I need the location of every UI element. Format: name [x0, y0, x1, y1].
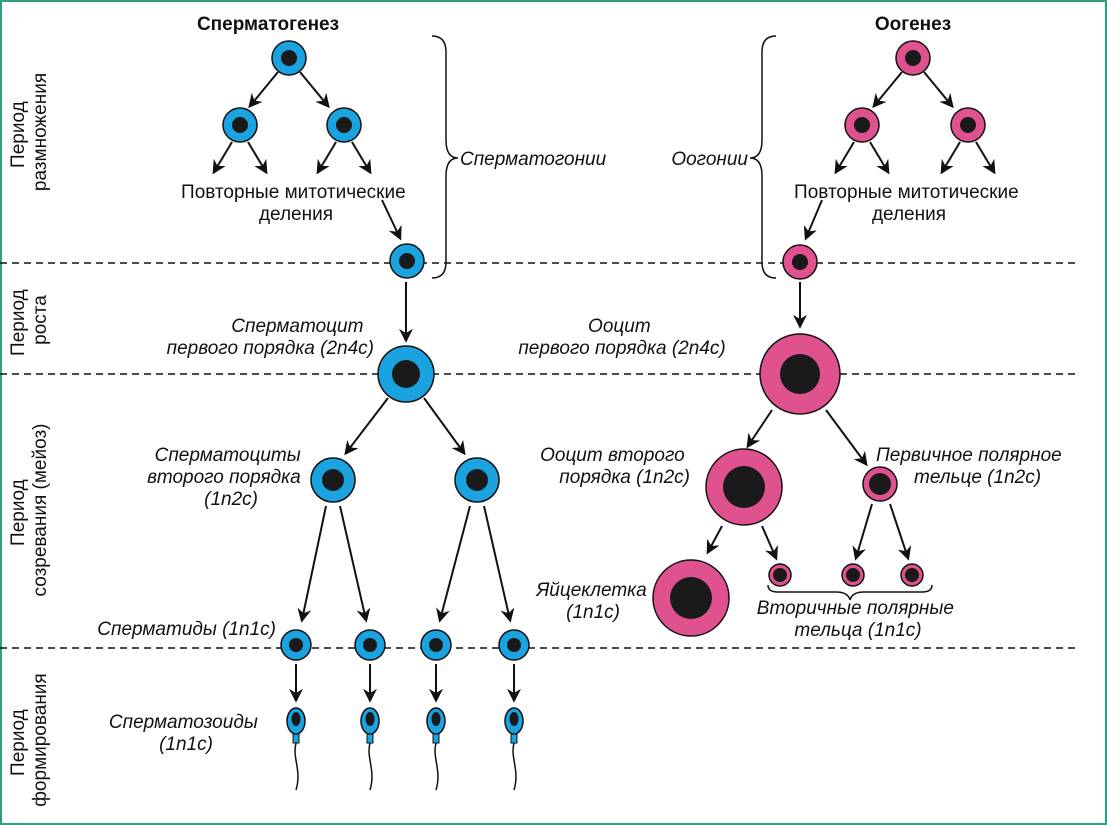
secondary-spermatocyte-label: Сперматоциты второго порядка (1n2c) [147, 445, 306, 510]
sperm-mitotic-label: Повторные митотические деления [181, 182, 411, 225]
polar-bodies-brace [767, 584, 933, 601]
primary-spermatocyte-label: Сперматоцит первого порядка (2n4c) [167, 316, 374, 359]
egg-mitotic-label: Повторные митотические деления [794, 182, 1024, 225]
egg-arrows [706, 71, 996, 561]
spermatid-cell [498, 629, 530, 661]
oogonium-cell [844, 107, 880, 143]
oogonium-cell [782, 244, 818, 280]
spermatogonia-label: Сперматогонии [460, 149, 607, 170]
period-maturation-label: Период созревания (мейоз) [8, 424, 51, 597]
primary-spermatocyte-cell [377, 345, 435, 403]
secondary-oocyte-cell [705, 448, 783, 526]
secondary-spermatocyte-cell [310, 457, 356, 503]
oogonium-cell [950, 107, 986, 143]
spermatozoon [286, 707, 306, 791]
secondary-spermatocyte-cell [454, 457, 500, 503]
title-oogenesis: Оогенез [875, 14, 951, 35]
spermatid-cell [280, 629, 312, 661]
spermatozoa-label: Сперматозоиды (1n1c) [109, 712, 263, 755]
period-reproduction-label: Период размножения [8, 73, 51, 191]
spermatogonia-brace [431, 35, 459, 279]
spermatogonium-cell [326, 107, 362, 143]
first-polar-body-cell [862, 466, 898, 502]
spermatozoon [426, 707, 446, 791]
spermatogonium-cell [389, 243, 425, 279]
primary-oocyte-label: Ооцит первого порядка (2n4c) [518, 316, 725, 359]
secondary-oocyte-label: Ооцит второго порядка (1n2c) [540, 445, 690, 488]
second-polar-bodies-label: Вторичные полярные тельца (1n1c) [757, 598, 959, 641]
second-polar-body-cell [768, 563, 792, 587]
title-spermatogenesis: Сперматогенез [197, 14, 339, 35]
spermatid-cell [354, 629, 386, 661]
egg-cell-label: Яйцеклетка (1n1c) [535, 580, 652, 623]
spermatozoon [504, 707, 524, 791]
spermatogonium-cell [222, 107, 258, 143]
second-polar-body-cell [900, 563, 924, 587]
primary-oocyte-cell [759, 333, 841, 415]
first-polar-body-label: Первичное полярное тельце (1n2c) [876, 445, 1067, 488]
sperm-arrows [212, 71, 521, 703]
spermatozoon [360, 707, 380, 791]
spermatid-cell [420, 629, 452, 661]
spermatids-label: Сперматиды (1n1c) [97, 619, 276, 640]
oogonium-cell [895, 40, 931, 76]
egg-cell [652, 559, 730, 637]
oogonia-label: Оогонии [671, 149, 748, 170]
second-polar-body-cell [841, 563, 865, 587]
oogonia-brace [749, 35, 777, 279]
period-growth-label: Период роста [8, 284, 51, 356]
spermatogonium-cell [271, 40, 307, 76]
period-formation-label: Период формирования [8, 673, 51, 806]
